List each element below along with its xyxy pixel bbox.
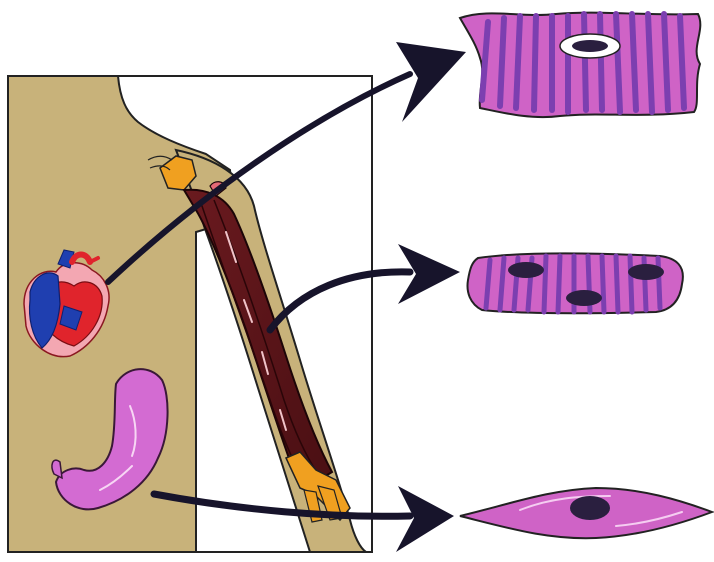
smooth-muscle-cell <box>460 488 712 538</box>
cardiac-muscle-cell <box>460 13 700 117</box>
skeletal-muscle-cell <box>468 253 683 313</box>
